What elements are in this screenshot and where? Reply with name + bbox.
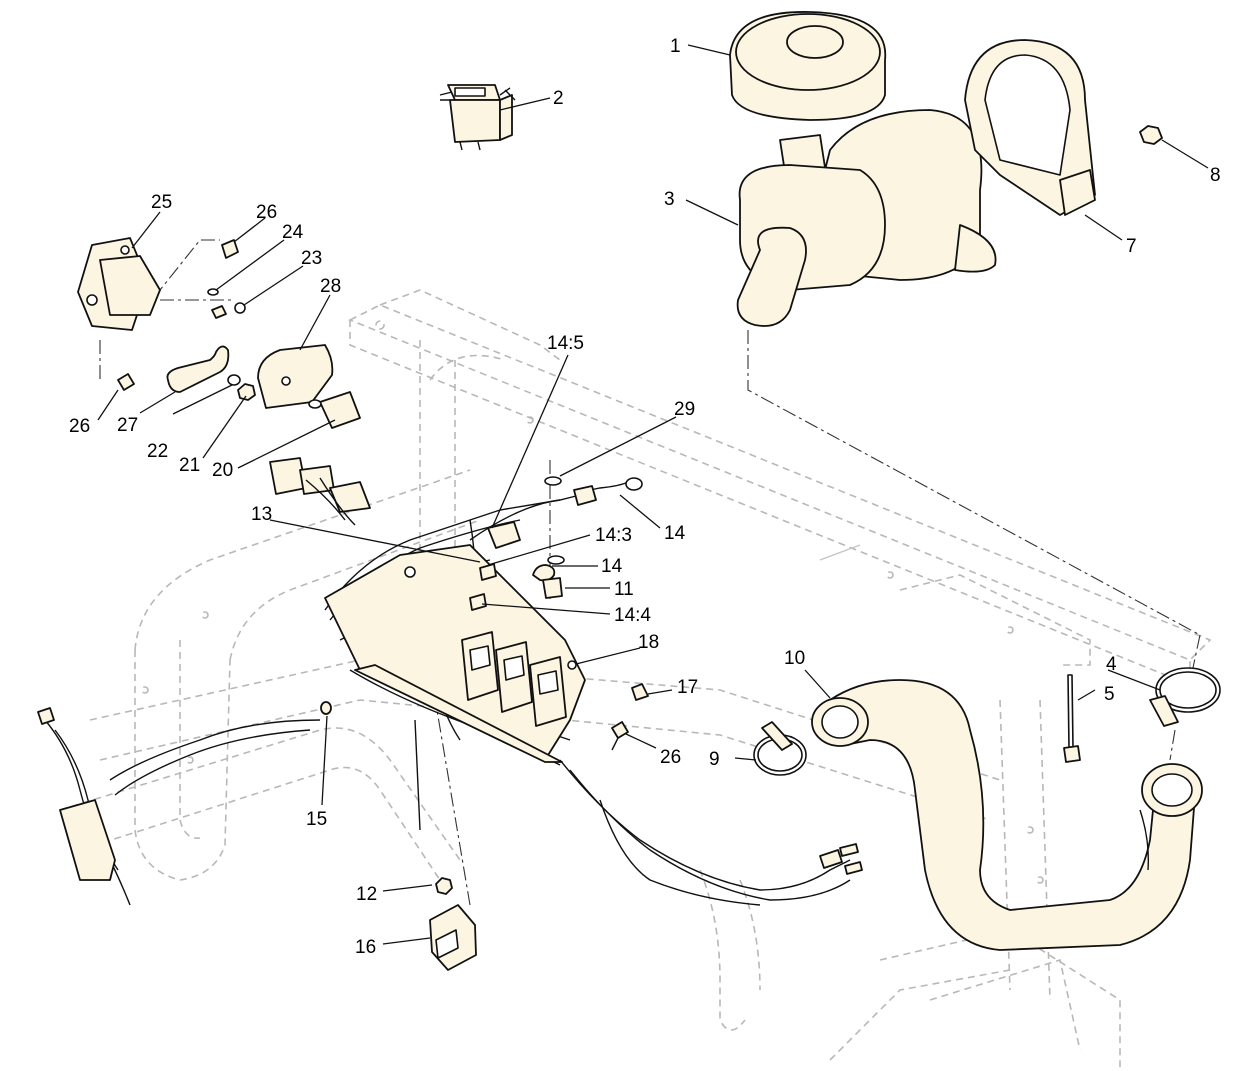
callout-7: 7 [1126, 236, 1137, 257]
callout-21: 21 [179, 455, 200, 476]
callout-2: 2 [553, 88, 564, 109]
callout-18: 18 [638, 632, 659, 653]
connector-plugs [269, 457, 371, 526]
callout-24: 24 [282, 222, 304, 243]
hour-meter [439, 84, 516, 151]
callout-labels: 1 2 3 4 5 7 8 9 10 11 12 13 14 14 14:3 1… [69, 36, 1221, 958]
ignition-switch [77, 237, 161, 331]
callout-12: 12 [356, 884, 377, 905]
vehicle-frame-phantom [59, 289, 1212, 1071]
hose-clamp-lower [753, 721, 807, 776]
callout-16: 16 [355, 937, 376, 958]
air-cleaner-mount-bracket [964, 39, 1096, 216]
callout-26-top: 26 [256, 202, 277, 223]
relay-panel [324, 544, 586, 763]
callout-14-3: 14:3 [595, 525, 632, 546]
air-cleaner-body [736, 109, 997, 327]
callout-1: 1 [670, 36, 681, 57]
callout-8: 8 [1210, 165, 1221, 186]
callout-13: 13 [251, 504, 272, 525]
callout-5: 5 [1104, 684, 1115, 705]
callout-27: 27 [117, 415, 138, 436]
washers-small [207, 288, 246, 319]
leader-lines [97, 44, 1209, 945]
callout-26-right: 26 [660, 747, 681, 768]
callout-14-5: 14:5 [547, 333, 584, 354]
assembly-phantom-lines [99, 239, 1201, 906]
bolt [117, 239, 629, 751]
callout-14-upper: 14 [664, 523, 686, 544]
callout-23: 23 [301, 248, 322, 269]
long-bolt [1063, 674, 1081, 763]
air-cleaner-cap [729, 11, 887, 121]
ground-bolt [542, 577, 563, 599]
callout-28: 28 [320, 276, 341, 297]
callout-4: 4 [1106, 654, 1117, 675]
hose-clamp-upper [1149, 667, 1221, 727]
callout-25: 25 [151, 192, 172, 213]
callout-29: 29 [674, 399, 695, 420]
relay [429, 904, 477, 971]
intake-hose [811, 679, 1203, 951]
ground-washer [544, 476, 565, 565]
switch-boot [257, 344, 334, 409]
callout-11: 11 [614, 579, 634, 600]
callout-14-4: 14:4 [614, 605, 651, 626]
relay-nut [435, 877, 453, 895]
callout-26-left: 26 [69, 416, 90, 437]
spacer-tube [308, 391, 361, 429]
ring-terminal [532, 564, 556, 582]
callout-20: 20 [212, 460, 233, 481]
ignition-key [166, 345, 230, 393]
callout-10: 10 [784, 648, 805, 669]
screw [631, 683, 649, 701]
key-washer-nut [227, 374, 256, 401]
callout-9: 9 [709, 749, 720, 770]
callout-15: 15 [306, 809, 327, 830]
grommet [320, 701, 332, 715]
flange-nut [1139, 125, 1163, 145]
callout-17: 17 [677, 677, 698, 698]
callout-3: 3 [664, 189, 675, 210]
callout-14-lower: 14 [601, 556, 623, 577]
callout-22: 22 [147, 441, 168, 462]
